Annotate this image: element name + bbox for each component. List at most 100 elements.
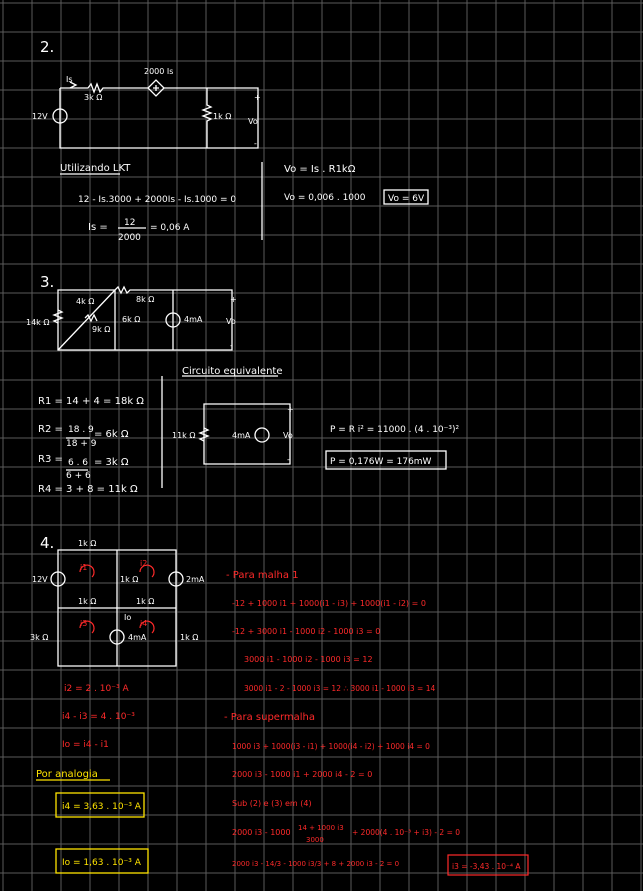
- equivalent-circuit-wires: [203, 403, 291, 465]
- vo-equation-2: Vo = 0,006 . 1000: [284, 193, 366, 203]
- fraction-bars: [66, 437, 90, 471]
- is-denominator: 2000: [118, 233, 141, 243]
- power-answer: P = 0,176W = 176mW: [330, 457, 432, 467]
- supermalha-eq-3b: + 2000(4 . 10⁻³ + i3) - 2 = 0: [352, 828, 460, 837]
- circuit-2: [52, 79, 429, 240]
- current-source-2ma-icon: [168, 571, 184, 587]
- malha-1-eq-1: -12 + 1000 i1 + 1000(i1 - i3) + 1000(i1 …: [232, 599, 426, 608]
- mesh-label-i2: i2: [140, 559, 147, 568]
- resistor-9k-label: 9k Ω: [92, 325, 110, 334]
- r4-equation: R4 = 3 + 8 = 11k Ω: [38, 484, 138, 495]
- current-source-label: 4mA: [184, 315, 203, 324]
- equivalent-current-source-icon: [254, 427, 270, 443]
- mesh-arrow-i2-icon: [139, 564, 155, 578]
- vo-label: Vo: [248, 117, 258, 126]
- power-answer-box: [325, 450, 447, 470]
- resistor-1k-label: 1k Ω: [213, 112, 231, 121]
- resistor-3k-label: 3k Ω: [84, 93, 102, 102]
- r2-lhs: R2 =: [38, 424, 63, 435]
- supermalha-eq-2: 2000 i3 - 1000 i1 + 2000 i4 - 2 = 0: [232, 770, 372, 779]
- equivalent-circuit-heading: Circuito equivalente: [182, 366, 283, 377]
- r2-result: = 6k Ω: [94, 429, 129, 440]
- malha-1-eq-2: -12 + 3000 i1 - 1000 i2 - 1000 i3 = 0: [232, 627, 380, 636]
- equivalent-plus-sign: +: [287, 405, 294, 414]
- i3-answer: i3 = -3,43 . 10⁻⁴ A: [452, 862, 521, 871]
- voltage-source-icon: [52, 108, 68, 124]
- problem-4-number: 4.: [40, 534, 54, 552]
- vo-equation-1: Vo = Is . R1kΩ: [284, 164, 356, 175]
- plus-sign: +: [254, 93, 261, 102]
- equivalent-source-label: 4mA: [232, 431, 251, 440]
- resistor-14k-icon: [52, 309, 64, 324]
- resistor-mid-label: 1k Ω: [120, 575, 138, 584]
- io-answer: Io = 1,63 . 10⁻³ A: [62, 858, 142, 868]
- substitution-note: Sub (2) e (3) em (4): [232, 799, 312, 808]
- current-source-4ma-icon: [109, 629, 125, 645]
- minus-sign: -: [230, 341, 233, 350]
- mesh-currents: [79, 564, 529, 876]
- equivalent-minus-sign: -: [287, 455, 290, 464]
- supermalha-eq-1: 1000 i3 + 1000(i3 - i1) + 1000(i4 - i2) …: [232, 742, 430, 751]
- equivalent-vo-label: Vo: [283, 431, 293, 440]
- resistor-left-label: 3k Ω: [30, 633, 48, 642]
- resistor-4k-label: 4k Ω: [76, 297, 94, 306]
- io-relation: Io = i4 - i1: [62, 740, 109, 750]
- mesh-label-i1: i1: [80, 563, 87, 572]
- circuit-2-wires: [59, 82, 259, 149]
- circuit-4: [50, 549, 184, 667]
- r2-numerator: 18 . 9: [68, 425, 94, 435]
- i4-relation: i4 - i3 = 4 . 10⁻³: [62, 712, 135, 722]
- lkt-equation: 12 - Is.3000 + 2000Is - Is.1000 = 0: [78, 195, 236, 205]
- resistor-h2-label: 1k Ω: [136, 597, 154, 606]
- i2-value: i2 = 2 . 10⁻³ A: [64, 684, 129, 694]
- r2-denominator: 18 + 9: [66, 439, 97, 449]
- voltage-source-icon: [50, 571, 66, 587]
- mesh-label-i4: i4: [140, 619, 147, 628]
- dependent-source-polarity-icon: [153, 85, 159, 91]
- diagonal-wire: [57, 289, 116, 351]
- supermalha-frac-den: 3000: [306, 836, 324, 844]
- current-label: Is: [66, 75, 73, 84]
- plus-sign: +: [230, 295, 237, 304]
- resistor-h1-label: 1k Ω: [78, 597, 96, 606]
- mesh-arrow-i1-icon: [79, 564, 95, 578]
- io-label: Io: [124, 613, 131, 622]
- circuit-3-wires: [57, 285, 233, 351]
- supermalha-heading: - Para supermalha: [224, 712, 315, 723]
- is-result: = 0,06 A: [150, 223, 190, 233]
- current-source-2ma-label: 2mA: [186, 575, 205, 584]
- current-arrow-icon: [69, 81, 78, 89]
- resistor-right-label: 1k Ω: [180, 633, 198, 642]
- current-source-icon: [165, 312, 181, 328]
- voltage-source-label: 12V: [32, 575, 48, 584]
- dependent-source-icon: [147, 79, 165, 97]
- resistor-1k-icon: [201, 88, 213, 148]
- vertical-branches: [114, 290, 174, 350]
- resistor-14k-label: 14k Ω: [26, 318, 49, 327]
- malha-1-eq-3: 3000 i1 - 1000 i2 - 1000 i3 = 12: [244, 655, 373, 664]
- circuit-4-wires: [57, 549, 177, 667]
- resistor-9k-icon: [84, 313, 98, 323]
- r3-lhs: R3 =: [38, 454, 63, 465]
- resistor-top-label: 1k Ω: [78, 539, 96, 548]
- r3-numerator: 6 . 6: [68, 458, 88, 468]
- is-lhs: Is =: [88, 222, 108, 233]
- voltage-source-label: 12V: [32, 112, 48, 121]
- is-numerator: 12: [124, 218, 135, 228]
- supermalha-eq-3a: 2000 i3 - 1000: [232, 828, 291, 837]
- io-answer-box: [55, 848, 149, 874]
- analogia-heading: Por analogia: [36, 769, 98, 780]
- supermalha-frac-num: 14 + 1000 i3: [298, 824, 344, 832]
- yellow-answers: [36, 779, 149, 874]
- answer-box: [383, 189, 429, 205]
- supermalha-eq-4: 2000 i3 - 14/3 - 1000 i3/3 + 8 + 2000 i3…: [232, 860, 399, 868]
- circuit-3: [52, 285, 447, 488]
- resistor-11k-icon: [198, 427, 210, 442]
- dependent-source-label: 2000 Is: [144, 67, 173, 76]
- mesh-label-i3: i3: [80, 619, 87, 628]
- i4-answer: i4 = 3,63 . 10⁻³ A: [62, 802, 142, 812]
- i3-answer-box: [447, 854, 529, 876]
- r3-denominator: 6 + 6: [66, 471, 91, 481]
- resistor-8k-label: 8k Ω: [136, 295, 154, 304]
